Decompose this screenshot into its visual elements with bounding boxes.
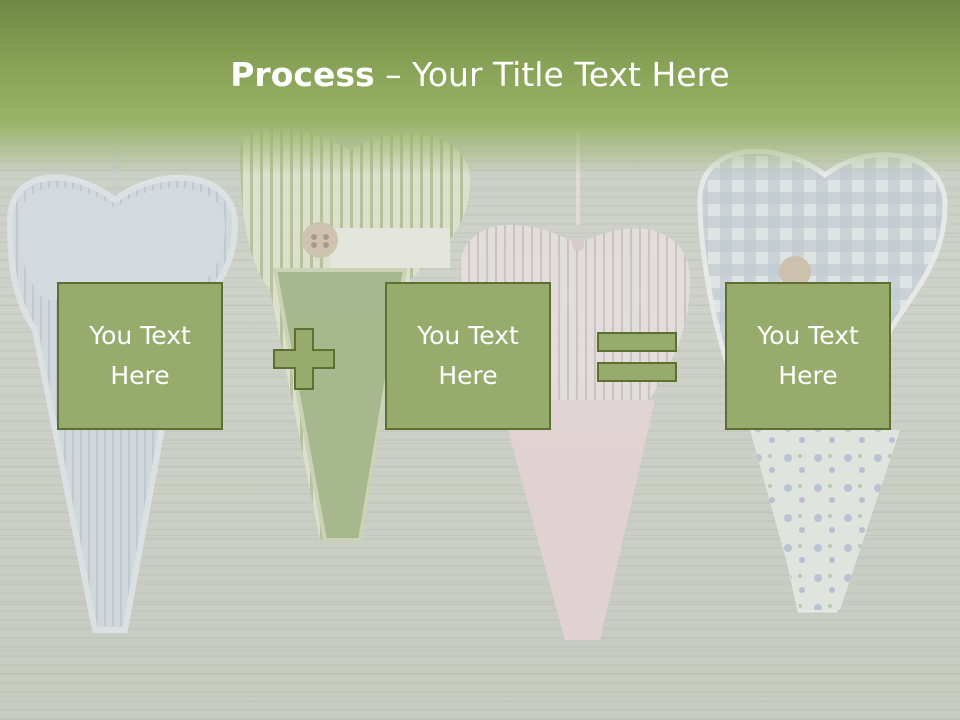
plus-icon xyxy=(273,328,335,390)
process-box-3[interactable]: You Text Here xyxy=(725,282,891,430)
process-box-3-text: You Text Here xyxy=(757,321,859,390)
title-rest: – Your Title Text Here xyxy=(374,55,730,94)
process-box-2-text: You Text Here xyxy=(417,321,519,390)
equals-icon xyxy=(597,332,677,382)
process-box-2[interactable]: You Text Here xyxy=(385,282,551,430)
title-bold: Process xyxy=(230,55,375,94)
slide-title[interactable]: Process – Your Title Text Here xyxy=(0,52,960,98)
process-box-1[interactable]: You Text Here xyxy=(57,282,223,430)
title-band xyxy=(0,0,960,175)
green-heart xyxy=(240,127,470,542)
process-box-1-text: You Text Here xyxy=(89,321,191,390)
